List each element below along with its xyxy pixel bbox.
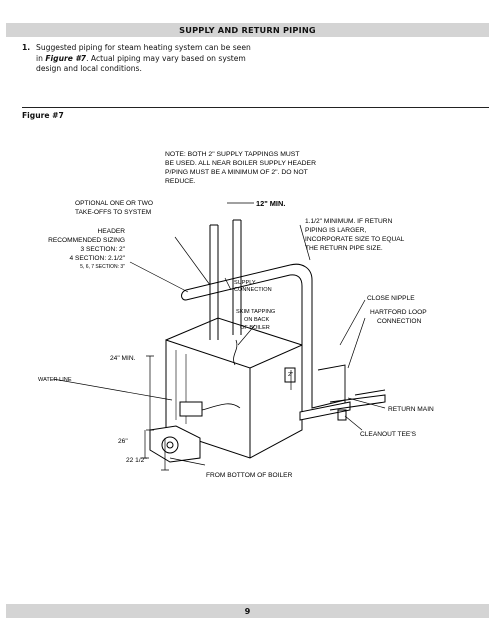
optional-line-1: OPTIONAL ONE OR TWO — [75, 200, 153, 207]
section-title: SUPPLY AND RETURN PIPING — [179, 25, 316, 35]
header-sizing-line-3: 3 SECTION: 2" — [81, 246, 126, 253]
equalizer-pipe — [289, 263, 313, 400]
burner-motor — [161, 436, 179, 454]
return-note-line-2: PIPING IS LARGER, — [305, 227, 366, 234]
dim-24 — [146, 355, 154, 431]
return-main-label: RETURN MAIN — [388, 406, 434, 413]
dim-22 — [161, 438, 169, 471]
min-12-label: 12" MIN. — [256, 199, 285, 208]
supply-connection-line-1: SUPPLY — [234, 280, 256, 286]
gauge-box — [284, 367, 296, 383]
supply-riser-right — [232, 260, 242, 335]
skim-tapping-line-2: ON BACK — [244, 317, 269, 323]
skim-tapping-line-3: OF BOILER — [240, 325, 270, 331]
piping-diagram: NOTE: BOTH 2" SUPPLY TAPPINGS MUST BE US… — [38, 151, 434, 479]
dim-26 — [141, 430, 149, 459]
return-pipe-segment — [299, 401, 351, 421]
page-number: 9 — [244, 606, 251, 616]
item-number: 1. — [22, 43, 31, 52]
water-line-label: WATER LINE — [38, 377, 72, 383]
return-note-line-3: INCORPORATE SIZE TO EQUAL — [305, 236, 405, 243]
footer-bar — [6, 604, 489, 618]
note-line-3: P/PING MUST BE A MINIMUM OF 2". DO NOT — [165, 169, 308, 176]
optional-line-2: TAKE-OFFS TO SYSTEM — [75, 209, 151, 216]
item-text-before: Suggested piping for steam heating syste… — [36, 43, 251, 63]
takeoff-1 — [209, 225, 219, 270]
takeoff-2 — [232, 220, 242, 260]
min-24-label: 24" MIN. — [110, 355, 136, 362]
figure-reference: Figure #7 — [45, 53, 87, 63]
cleanout-tee — [337, 409, 347, 421]
header-sizing-line-2: RECOMMENDED SIZING — [48, 237, 125, 244]
cleanout-tees-label: CLEANOUT TEE'S — [360, 431, 417, 438]
close-nipple-label: CLOSE NIPPLE — [367, 295, 415, 302]
note-line-4: REDUCE. — [165, 178, 196, 185]
supply-riser-left — [209, 270, 219, 340]
return-note-line-1: 1.1/2" MINIMUM. IF RETURN — [305, 218, 393, 225]
header-sizing-small: 5, 6, 7 SECTION: 3" — [80, 264, 125, 270]
hartford-loop-line-1: HARTFORD LOOP — [370, 309, 427, 316]
header-sizing-line-4: 4 SECTION: 2.1/2" — [70, 255, 126, 262]
control-box — [179, 401, 203, 417]
note-line-2: BE USED. ALL NEAR BOILER SUPPLY HEADER — [165, 160, 316, 167]
dim-26-label: 26" — [118, 438, 128, 445]
item-text-after: . Actual piping may vary based on system… — [36, 53, 246, 74]
figure-label: Figure #7 — [22, 111, 64, 120]
return-note-line-4: THE RETURN PIPE SIZE. — [305, 245, 383, 252]
from-bottom-label: FROM BOTTOM OF BOILER — [206, 472, 293, 479]
item-text: Suggested piping for steam heating syste… — [36, 43, 256, 75]
hartford-loop-line-2: CONNECTION — [377, 318, 422, 325]
dim-22-label: 22 1/2" — [126, 457, 147, 464]
boiler-top-edge — [165, 317, 303, 346]
header-pipe — [185, 264, 291, 301]
two-inch-label: 2" — [288, 372, 293, 378]
skim-tapping-line-1: SKIM TAPPING — [236, 309, 275, 315]
header-bar — [6, 23, 489, 37]
note-line-1: NOTE: BOTH 2" SUPPLY TAPPINGS MUST — [165, 151, 299, 158]
supply-connection-line-2: CONNECTION — [234, 287, 272, 293]
header-sizing-line-1: HEADER — [98, 228, 126, 235]
section-divider — [22, 107, 489, 108]
return-main-pipe — [329, 394, 386, 411]
burner-unit — [149, 425, 201, 463]
